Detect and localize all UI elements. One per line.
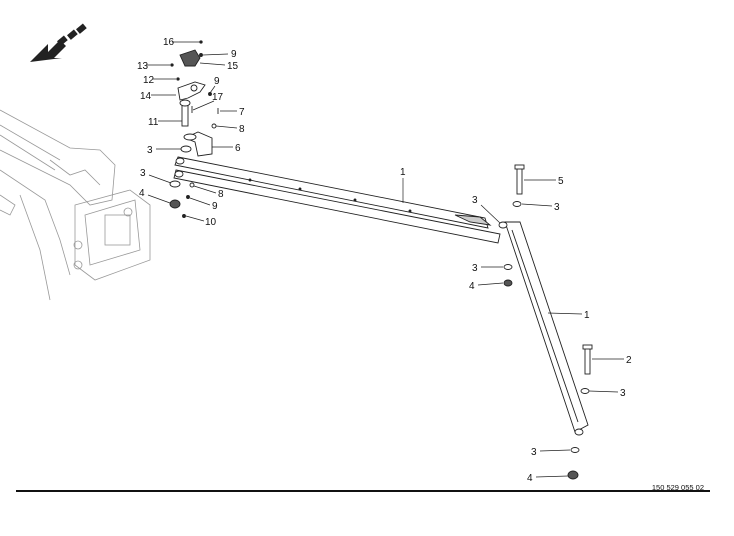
callout-9: 9 [189, 197, 218, 212]
callout-3: 3 [521, 202, 560, 213]
machine-frame [0, 109, 151, 301]
callout-15: 15 [199, 61, 239, 72]
callout-11: 11 [148, 117, 182, 128]
callout-7: 7 [220, 107, 245, 118]
callout-4: 4 [469, 281, 504, 292]
leader-line [193, 185, 217, 194]
leader-line [199, 62, 226, 66]
callout-number: 13 [137, 61, 149, 72]
callout-number: 8 [218, 189, 224, 200]
callout-16: 16 [163, 37, 201, 48]
callout-number: 3 [140, 168, 146, 179]
callout-number: 4 [139, 188, 145, 199]
leader-line [215, 125, 238, 129]
leader-line [477, 282, 504, 286]
callout-3: 3 [147, 145, 181, 156]
callout-number: 9 [212, 201, 218, 212]
leader-line [209, 85, 216, 94]
callout-14: 14 [140, 91, 176, 102]
callout-number: 3 [472, 263, 478, 274]
callout-9: 9 [209, 76, 220, 94]
leader-line [539, 449, 571, 452]
callout-8: 8 [193, 185, 224, 200]
callout-17: 17 [192, 92, 224, 111]
callout-3: 3 [531, 447, 571, 458]
leader-line [185, 215, 205, 222]
callout-number: 11 [148, 117, 159, 128]
callout-3: 3 [588, 388, 626, 399]
callout-number: 16 [163, 37, 175, 48]
callout-4: 4 [139, 188, 171, 204]
callout-number: 2 [626, 355, 632, 366]
callout-number: 1 [584, 310, 590, 321]
callout-3: 3 [472, 263, 503, 274]
callout-number: 15 [227, 61, 239, 72]
callout-2: 2 [592, 355, 632, 366]
leader-line [480, 204, 501, 224]
callout-8: 8 [215, 124, 245, 135]
bottom-rule [16, 490, 710, 492]
leader-line [521, 203, 553, 207]
bolts-and-nuts [503, 164, 593, 480]
leader-line [535, 475, 569, 478]
callout-number: 3 [472, 195, 478, 206]
callout-number: 5 [558, 176, 564, 187]
callout-number: 3 [531, 447, 537, 458]
leader-line [588, 390, 619, 393]
callout-9: 9 [202, 49, 237, 60]
leader-line [547, 312, 583, 315]
callout-number: 3 [147, 145, 153, 156]
callout-number: 17 [212, 92, 224, 103]
callout-4: 4 [527, 473, 569, 484]
callout-number: 3 [620, 388, 626, 399]
callout-13: 13 [137, 61, 170, 72]
callout-number: 4 [527, 473, 533, 484]
bar-diagonal [498, 221, 589, 436]
callout-number: 6 [235, 143, 241, 154]
callout-number: 7 [239, 107, 245, 118]
callout-6: 6 [212, 143, 241, 154]
callout-number: 14 [140, 91, 152, 102]
callout-10: 10 [185, 215, 217, 228]
callout-number: 12 [143, 75, 155, 86]
callout-12: 12 [143, 75, 176, 86]
bar-assembly-horizontal [173, 156, 501, 244]
callout-1: 1 [547, 310, 590, 321]
callout-1: 1 [400, 167, 406, 203]
callout-number: 4 [469, 281, 475, 292]
callout-number: 9 [214, 76, 220, 87]
leader-line [189, 197, 211, 206]
drawing-number: 150 529 055 02 [651, 483, 704, 492]
callout-3: 3 [472, 195, 501, 224]
callout-5: 5 [524, 176, 564, 187]
leader-line [202, 53, 229, 56]
callout-number: 3 [554, 202, 560, 213]
leader-line [148, 174, 172, 184]
callout-number: 10 [205, 217, 217, 228]
callout-number: 1 [400, 167, 406, 178]
callout-number: 8 [239, 124, 245, 135]
direction-arrow-icon [30, 23, 87, 62]
callout-3: 3 [140, 168, 172, 184]
callout-number: 9 [231, 49, 237, 60]
leader-line [147, 194, 171, 204]
leader-line [192, 100, 215, 111]
hardware-parts [169, 40, 219, 218]
